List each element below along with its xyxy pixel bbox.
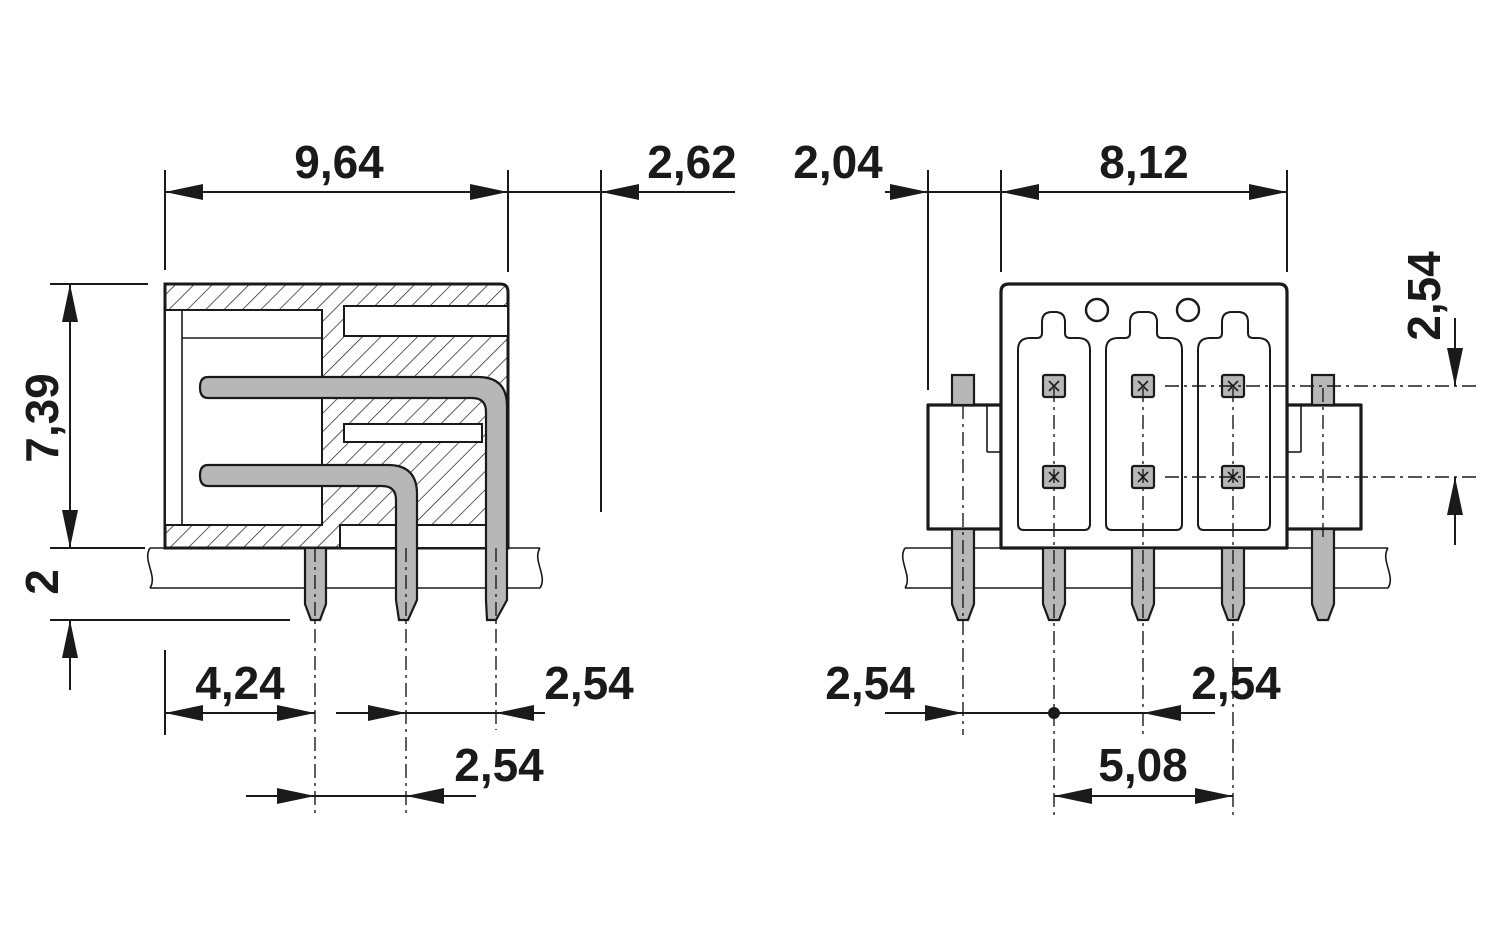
dim-span: 5,08 [1054, 739, 1233, 804]
front-extension-lines [927, 170, 1288, 390]
side-board [146, 547, 544, 589]
front-view: 2,04 8,12 2,54 2,54 2,54 [793, 136, 1478, 815]
side-pins [198, 375, 509, 622]
dim-body-height: 7,39 [16, 284, 78, 548]
dim-left-pitch-label: 2,54 [825, 657, 915, 709]
dim-flange-offset: 2,04 [793, 136, 1001, 200]
dim-first-pin-offset-label: 4,24 [195, 657, 285, 709]
dim-body-height-label: 7,39 [16, 373, 68, 463]
side-extension-lines [50, 170, 602, 735]
dim-pitch-top: 2,54 [336, 657, 634, 721]
dim-right-pitch-label: 2,54 [1191, 657, 1281, 709]
dim-overhang-label: 2,62 [647, 136, 737, 188]
dim-overhang: 2,62 [508, 136, 737, 200]
dim-right-pitch: 2,54 [1048, 657, 1281, 721]
dim-board-thickness-label: 2 [16, 569, 68, 595]
dim-body-length-label: 9,64 [294, 136, 384, 188]
dim-row-spacing: 2,54 [1398, 251, 1463, 545]
dim-row-spacing-label: 2,54 [1398, 251, 1450, 341]
side-centerlines [314, 548, 497, 815]
dim-left-pitch: 2,54 [825, 657, 1054, 721]
dim-flange-offset-label: 2,04 [793, 136, 883, 188]
dim-span-label: 5,08 [1098, 739, 1188, 791]
front-centerlines [962, 385, 1478, 815]
side-housing [163, 282, 510, 550]
side-view: 9,64 2,62 7,39 2 4,24 [16, 136, 737, 815]
dim-pitch-bottom-label: 2,54 [454, 739, 544, 791]
dim-first-pin-offset: 4,24 [165, 657, 315, 721]
dim-board-thickness: 2 [16, 569, 78, 690]
dim-pitch-top-label: 2,54 [544, 657, 634, 709]
dim-body-width-label: 8,12 [1099, 136, 1189, 188]
front-flanges [926, 373, 1363, 531]
front-housing [999, 282, 1289, 550]
dim-body-length: 9,64 [165, 136, 508, 200]
dim-pitch-bottom: 2,54 [246, 739, 544, 804]
dim-body-width: 8,12 [1001, 136, 1287, 200]
